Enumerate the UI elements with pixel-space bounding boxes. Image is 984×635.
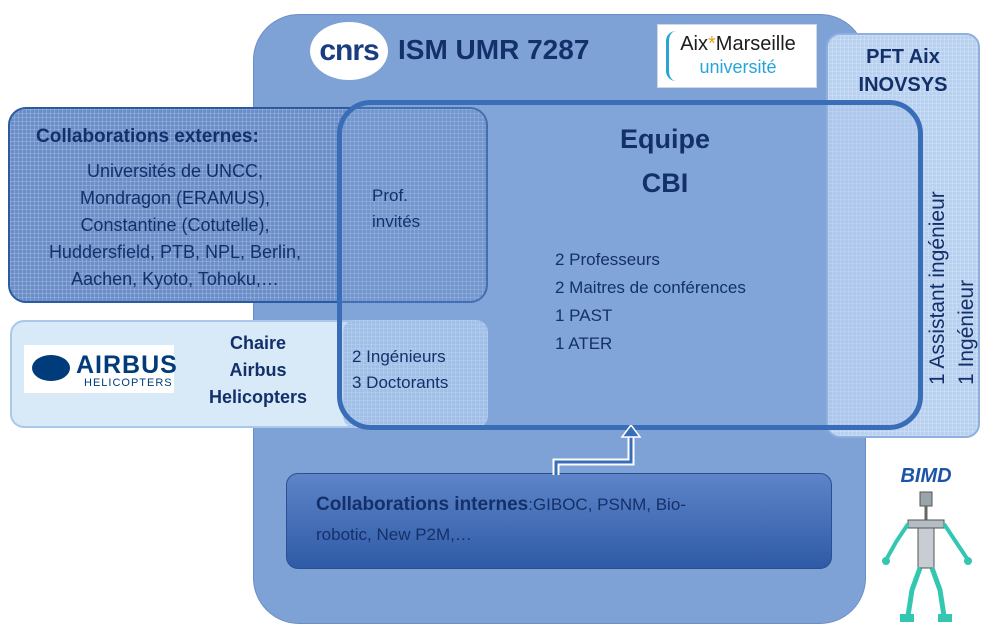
pft-title-line2: INOVSYS bbox=[858, 74, 948, 96]
airbus-chair-label: Chaire Airbus Helicopters bbox=[198, 330, 318, 411]
airbus-emblem-icon bbox=[32, 355, 70, 381]
external-line: Aachen, Kyoto, Tohoku,… bbox=[71, 269, 279, 289]
connector-arrow bbox=[552, 425, 642, 475]
cbi-member: 2 Maitres de conférences bbox=[555, 278, 746, 297]
internal-line2: robotic, New P2M,… bbox=[316, 525, 472, 544]
external-line: Huddersfield, PTB, NPL, Berlin, bbox=[48, 242, 302, 262]
cbi-title-line1: Equipe bbox=[619, 124, 710, 154]
guest-line1: Prof. bbox=[372, 186, 408, 205]
pft-title-line1: PFT Aix bbox=[866, 46, 940, 68]
guest-professors-label: Prof. invités bbox=[372, 183, 472, 235]
amu-word-aix: Aix bbox=[680, 33, 708, 55]
external-line: Constantine (Cotutelle), bbox=[80, 215, 270, 235]
cnrs-logo: cnrs bbox=[310, 22, 388, 80]
chair-line2: Airbus bbox=[229, 360, 287, 380]
external-collaborations-box bbox=[8, 107, 488, 303]
pft-staff-line2: 1 Ingénieur bbox=[955, 279, 978, 385]
cbi-title-line2: CBI bbox=[641, 168, 689, 198]
bimd-label: BIMD bbox=[900, 465, 951, 487]
ism-title: ISM UMR 7287 bbox=[398, 34, 590, 65]
guest-line2: invités bbox=[372, 212, 421, 231]
bimd-robot-illustration: BIMD bbox=[882, 465, 972, 622]
engineers-doctorants-label: 2 Ingénieurs 3 Doctorants bbox=[352, 344, 492, 396]
airbus-logo-subtitle: HELICOPTERS bbox=[84, 377, 173, 389]
pft-staff-line1: 1 Assistant ingénieur bbox=[926, 191, 949, 385]
internal-collaborations-box bbox=[286, 473, 832, 569]
internal-line1: :GIBOC, PSNM, Bio- bbox=[528, 495, 686, 514]
internal-collaborations-title: Collaborations internes bbox=[316, 494, 529, 515]
cnrs-logo-text: cnrs bbox=[319, 34, 379, 67]
external-collaborations-list: Universités de UNCC, Mondragon (ERAMUS),… bbox=[14, 158, 336, 293]
chair-line3: Helicopters bbox=[208, 387, 308, 407]
airbus-helicopters-logo: AIRBUS HELICOPTERS bbox=[24, 345, 177, 393]
cbi-member: 2 Professeurs bbox=[555, 250, 660, 269]
amu-word-marseille: Marseille bbox=[715, 33, 796, 55]
cbi-member: 1 PAST bbox=[555, 306, 613, 325]
cbi-members-list: 2 Professeurs 2 Maitres de conférences 1… bbox=[555, 246, 855, 358]
airbus-logo-word: AIRBUS bbox=[76, 351, 178, 379]
engineers-line: 2 Ingénieurs bbox=[352, 347, 446, 366]
external-line: Universités de UNCC, bbox=[86, 161, 264, 181]
external-collaborations-title: Collaborations externes: bbox=[36, 126, 259, 147]
amu-word-universite: université bbox=[699, 57, 777, 77]
chair-line1: Chaire bbox=[229, 333, 287, 353]
amu-star-icon: * bbox=[707, 33, 716, 55]
cbi-member: 1 ATER bbox=[555, 334, 613, 353]
aix-marseille-logo: Aix*Marseille université bbox=[657, 24, 817, 88]
amu-bracket-icon bbox=[666, 31, 677, 81]
internal-collaborations-text: Collaborations internes:GIBOC, PSNM, Bio… bbox=[316, 490, 796, 550]
cbi-team-box bbox=[337, 100, 923, 430]
doctorants-line: 3 Doctorants bbox=[352, 373, 449, 392]
external-line: Mondragon (ERAMUS), bbox=[79, 188, 271, 208]
